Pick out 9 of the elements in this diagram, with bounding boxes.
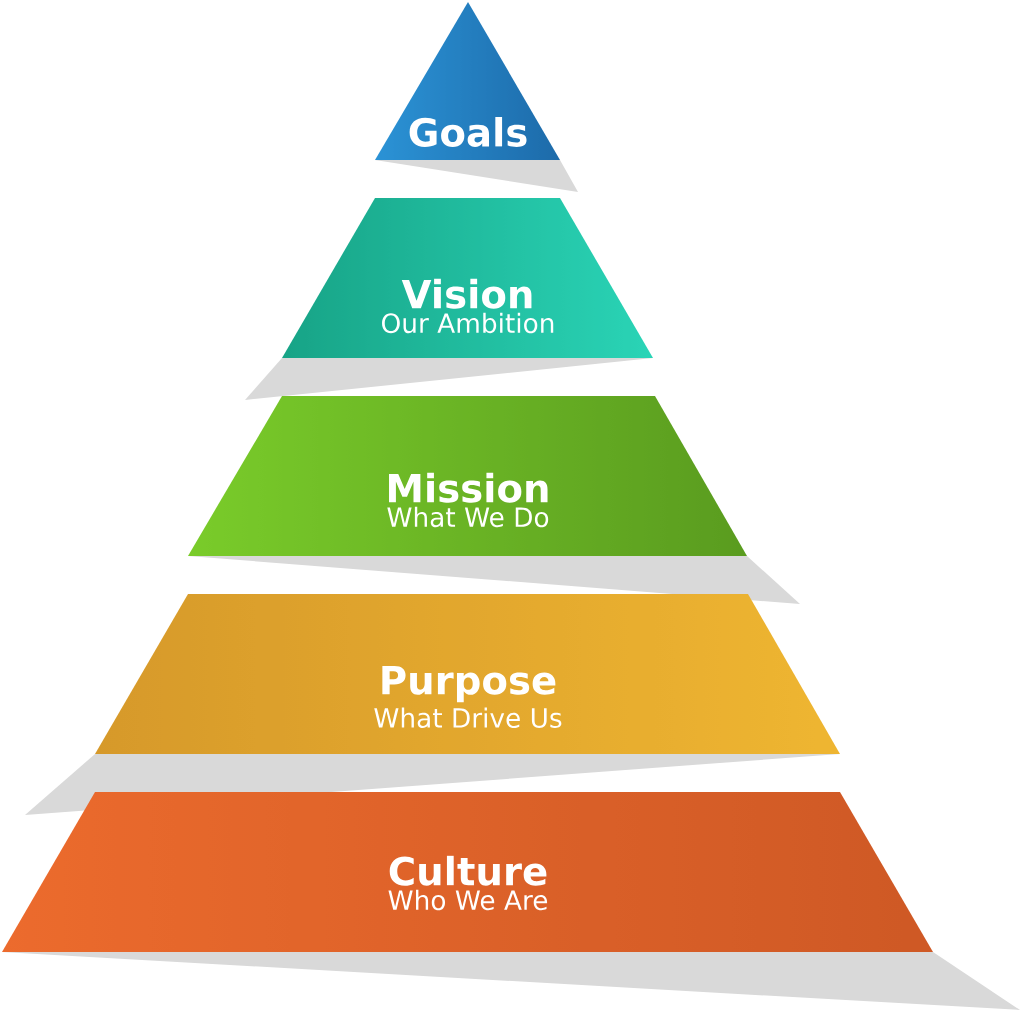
tier-title: Culture: [389, 855, 547, 886]
tier-subtitle: Who We Are: [388, 889, 548, 911]
tier-title: Vision: [401, 278, 532, 309]
tier-title: Mission: [389, 472, 548, 503]
tier-subtitle: What We Do: [387, 506, 549, 528]
tier-subtitle: What Drive Us: [374, 707, 562, 728]
tier-title: Purpose: [382, 666, 556, 703]
tier-subtitle: Our Ambition: [382, 312, 554, 334]
tier-title: Goals: [409, 117, 527, 147]
